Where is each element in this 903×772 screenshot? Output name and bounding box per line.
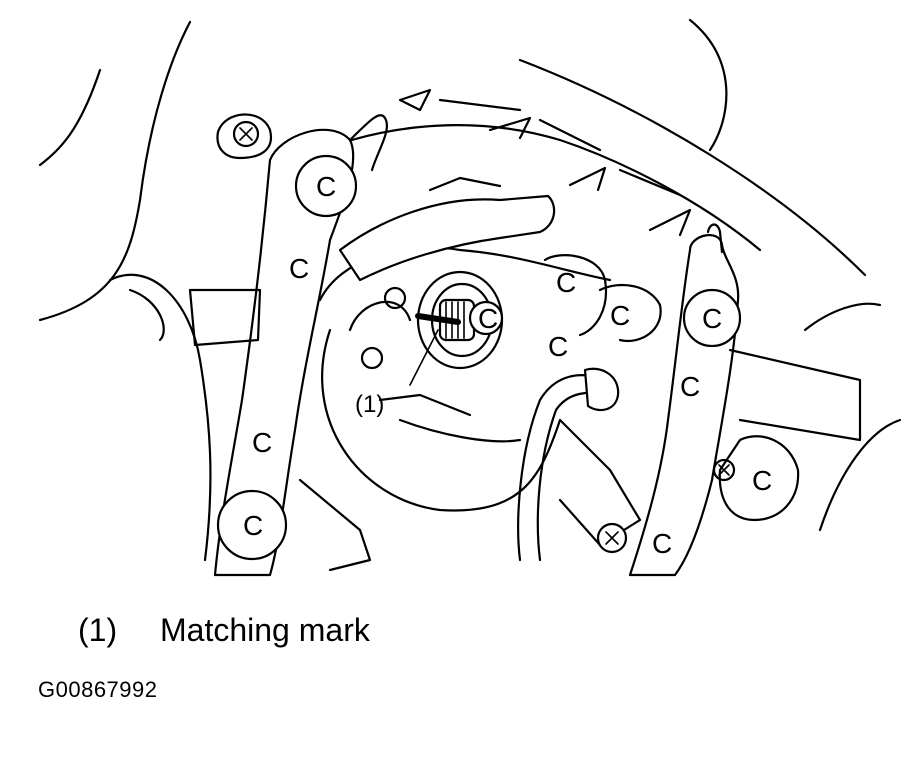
matching-mark xyxy=(415,313,461,325)
hub-lower-line xyxy=(398,418,522,443)
c-mark-left-top: C xyxy=(316,171,336,202)
c-mark-right-bottom: C xyxy=(652,528,672,559)
rim-arc-mid-right xyxy=(803,302,882,332)
right-bracket-tab xyxy=(706,223,724,254)
right-arm xyxy=(728,348,862,442)
hub-outline xyxy=(321,328,562,512)
hub-hole-top xyxy=(383,286,407,310)
left-block xyxy=(188,288,262,347)
top-left-screw-head xyxy=(232,120,260,148)
center-right-lump-2 xyxy=(598,283,662,343)
rim-arc-inner-left xyxy=(38,20,192,322)
wire-harness-inner xyxy=(536,391,610,562)
cover-clip-1 xyxy=(398,88,432,112)
left-bracket-bolt-top xyxy=(294,154,358,218)
left-bracket-bolt-bottom xyxy=(216,489,288,561)
lower-left-block xyxy=(298,478,372,572)
left-bracket-tab xyxy=(348,114,388,172)
c-mark-center-b: C xyxy=(610,300,630,331)
cover-clip-3 xyxy=(568,166,607,192)
legend-item: (1) Matching mark xyxy=(78,610,370,650)
wire-connector xyxy=(583,367,620,412)
column-cover xyxy=(298,124,762,252)
rim-arc-lower-right xyxy=(818,418,902,532)
harness-box xyxy=(558,418,642,547)
c-mark-left-bottom: C xyxy=(243,510,263,541)
figure-id: G00867992 xyxy=(38,677,158,702)
center-right-lump xyxy=(543,254,608,337)
c-mark-left-low: C xyxy=(252,427,272,458)
right-bracket xyxy=(628,234,740,577)
legend: (1) Matching mark xyxy=(78,610,370,650)
cover-ribs xyxy=(438,98,682,197)
c-mark-right-mid: C xyxy=(680,371,700,402)
rim-arc-right xyxy=(518,58,867,277)
cover-clip-2 xyxy=(488,116,532,140)
c-mark-shaft: C xyxy=(478,303,498,334)
c-mark-center-a: C xyxy=(556,267,576,298)
rim-arc-left xyxy=(38,68,102,167)
c-mark-center-c: C xyxy=(548,331,568,362)
c-mark-left-mid: C xyxy=(289,253,309,284)
legend-item-number: (1) xyxy=(78,612,118,648)
left-spoke xyxy=(108,273,212,562)
hub-detail-1 xyxy=(348,300,412,332)
right-bracket-bolt xyxy=(682,288,742,348)
legend-item-label: Matching mark xyxy=(160,612,370,648)
hub-ledge xyxy=(378,393,472,417)
right-screw-head xyxy=(712,458,736,482)
rim-arc-top-right xyxy=(688,18,728,152)
hub-hole-left xyxy=(360,346,384,370)
wire-harness-outer xyxy=(517,374,607,562)
arm-top-edge xyxy=(428,176,502,192)
c-mark-right-top: C xyxy=(702,303,722,334)
steering-assembly-drawing: (1) C C C C C C C C C C C C xyxy=(38,18,902,577)
left-bracket xyxy=(213,128,355,577)
right-lobe xyxy=(718,435,800,522)
diagonal-arm xyxy=(338,194,556,282)
callout-leader xyxy=(409,329,439,386)
cover-clip-4 xyxy=(648,208,692,237)
left-spoke-detail xyxy=(128,288,165,342)
shaft-end xyxy=(468,300,504,336)
technical-illustration: (1) C C C C C C C C C C C C xyxy=(38,18,902,577)
hub-top xyxy=(318,246,612,302)
lower-screw-cross-icon xyxy=(605,531,619,545)
c-mark-right-lobe: C xyxy=(752,465,772,496)
top-left-screw-cross-icon xyxy=(239,127,253,141)
callout-marker: (1) xyxy=(355,391,384,418)
right-screw-cross-icon xyxy=(718,464,730,476)
